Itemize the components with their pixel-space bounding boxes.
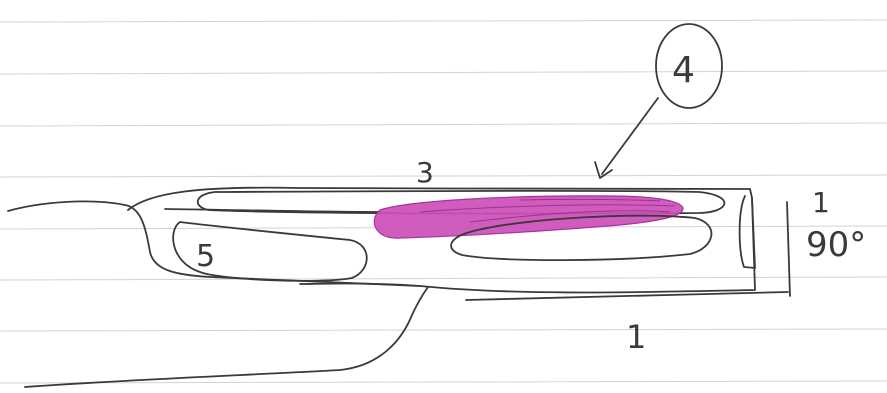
label-4: 4 [672, 50, 695, 91]
label-1-right: 1 [812, 186, 830, 219]
arrow-to-highlight [602, 98, 658, 174]
tip-marker-line [787, 202, 790, 296]
nail-tip [740, 196, 755, 268]
nail-length-line [466, 292, 788, 300]
highlight-region-4 [374, 196, 683, 238]
finger-underside [25, 287, 428, 387]
label-1-bottom: 1 [626, 318, 646, 356]
label-3: 3 [416, 156, 434, 189]
angle-label: 90° [806, 225, 866, 265]
label-5: 5 [196, 239, 215, 274]
